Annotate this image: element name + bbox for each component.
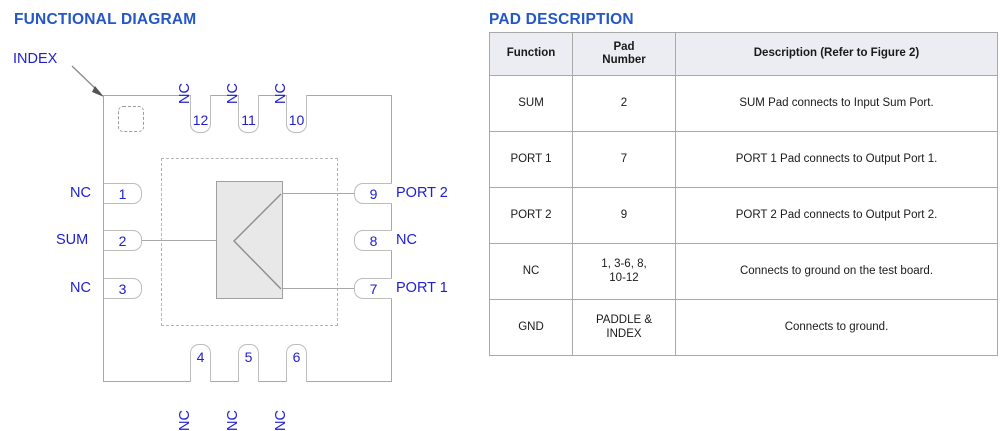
pad-10[interactable]: 10 <box>286 95 307 133</box>
trace-sum-to-die <box>141 240 233 242</box>
cell-function: GND <box>489 299 573 356</box>
table-row: PORT 2 9 PORT 2 Pad connects to Output P… <box>489 187 998 244</box>
pad-4-number: 4 <box>196 349 205 365</box>
pad-7-number: 7 <box>369 280 378 297</box>
pin-label-3: NC <box>70 280 91 296</box>
pad-1-number: 1 <box>118 185 127 202</box>
pad-10-number: 10 <box>288 112 305 128</box>
functional-diagram: INDEX 1 NC 2 SUM 3 NC 9 PORT 2 <box>0 0 480 431</box>
pin-label-11: NC <box>225 83 241 104</box>
pad-6-number: 6 <box>292 349 301 365</box>
pad-6[interactable]: 6 <box>286 344 307 382</box>
pad-9[interactable]: 9 <box>354 183 392 204</box>
functional-diagram-title: FUNCTIONAL DIAGRAM <box>14 11 197 28</box>
pad-description-table: Function Pad Number Description (Refer t… <box>489 32 998 356</box>
pad-11-number: 11 <box>241 112 256 128</box>
trace-die-to-port1 <box>266 288 354 290</box>
pad-1[interactable]: 1 <box>104 183 142 204</box>
pin-label-8: NC <box>396 232 417 248</box>
pad-3[interactable]: 3 <box>104 278 142 299</box>
table-header-row: Function Pad Number Description (Refer t… <box>489 32 998 76</box>
pad-3-number: 3 <box>118 280 127 297</box>
pad-9-number: 9 <box>369 185 378 202</box>
table-row: SUM 2 SUM Pad connects to Input Sum Port… <box>489 75 998 132</box>
cell-function: PORT 2 <box>489 187 573 244</box>
trace-die-to-port2 <box>266 193 354 195</box>
pad-4[interactable]: 4 <box>190 344 211 382</box>
pin-label-4: NC <box>177 410 193 431</box>
pad-2[interactable]: 2 <box>104 230 142 251</box>
column-header-pad-number: Pad Number <box>572 32 676 76</box>
paddle-boundary <box>161 158 338 326</box>
cell-pad-number: 9 <box>572 187 676 244</box>
cell-function: NC <box>489 243 573 300</box>
cell-function: PORT 1 <box>489 131 573 188</box>
cell-description: Connects to ground on the test board. <box>675 243 998 300</box>
cell-description: SUM Pad connects to Input Sum Port. <box>675 75 998 132</box>
power-divider-icon <box>233 193 282 290</box>
cell-description: PORT 1 Pad connects to Output Port 1. <box>675 131 998 188</box>
pin-label-9: PORT 2 <box>396 185 448 201</box>
cell-pad-number: 7 <box>572 131 676 188</box>
pad-5-number: 5 <box>244 349 253 365</box>
pin-label-10: NC <box>273 83 289 104</box>
pad-8[interactable]: 8 <box>354 230 392 251</box>
pin-label-1: NC <box>70 185 91 201</box>
cell-pad-number: 1, 3-6, 8, 10-12 <box>572 243 676 300</box>
pin-label-12: NC <box>177 83 193 104</box>
pad-7[interactable]: 7 <box>354 278 392 299</box>
die-block <box>216 181 283 299</box>
cell-description: Connects to ground. <box>675 299 998 356</box>
pin-label-5: NC <box>225 410 241 431</box>
pin-label-6: NC <box>273 410 289 431</box>
column-header-function: Function <box>489 32 573 76</box>
table-row: PORT 1 7 PORT 1 Pad connects to Output P… <box>489 131 998 188</box>
cell-pad-number: 2 <box>572 75 676 132</box>
pad-2-number: 2 <box>118 232 127 249</box>
pad-12[interactable]: 12 <box>190 95 211 133</box>
pin-label-7: PORT 1 <box>396 280 448 296</box>
table-row: NC 1, 3-6, 8, 10-12 Connects to ground o… <box>489 243 998 300</box>
pad-5[interactable]: 5 <box>238 344 259 382</box>
index-mark-icon <box>118 106 144 132</box>
cell-description: PORT 2 Pad connects to Output Port 2. <box>675 187 998 244</box>
column-header-description: Description (Refer to Figure 2) <box>675 32 998 76</box>
table-row: GND PADDLE & INDEX Connects to ground. <box>489 299 998 356</box>
cell-pad-number: PADDLE & INDEX <box>572 299 676 356</box>
pad-11[interactable]: 11 <box>238 95 259 133</box>
pin-label-2: SUM <box>56 232 89 248</box>
pad-8-number: 8 <box>369 232 378 249</box>
cell-function: SUM <box>489 75 573 132</box>
pad-12-number: 12 <box>192 112 209 128</box>
index-label: INDEX <box>13 51 58 67</box>
pad-description-title: PAD DESCRIPTION <box>489 11 634 28</box>
